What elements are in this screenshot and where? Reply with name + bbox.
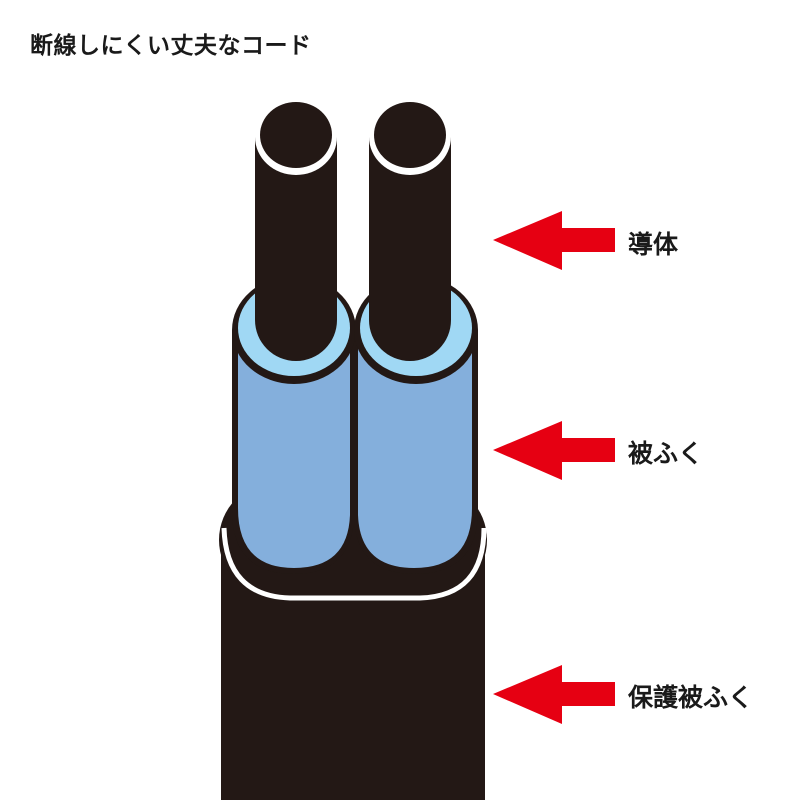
arrow-insulation-icon [493, 421, 615, 480]
label-conductor: 導体 [628, 230, 679, 259]
insulation [232, 276, 478, 574]
diagram-title: 断線しにくい丈夫なコード [30, 33, 312, 59]
label-insulation: 被ふく [628, 439, 704, 468]
arrow-conductor-icon [493, 211, 615, 270]
arrow-jacket-icon [493, 665, 615, 724]
label-jacket: 保護被ふく [628, 683, 754, 712]
conductors [255, 99, 451, 361]
